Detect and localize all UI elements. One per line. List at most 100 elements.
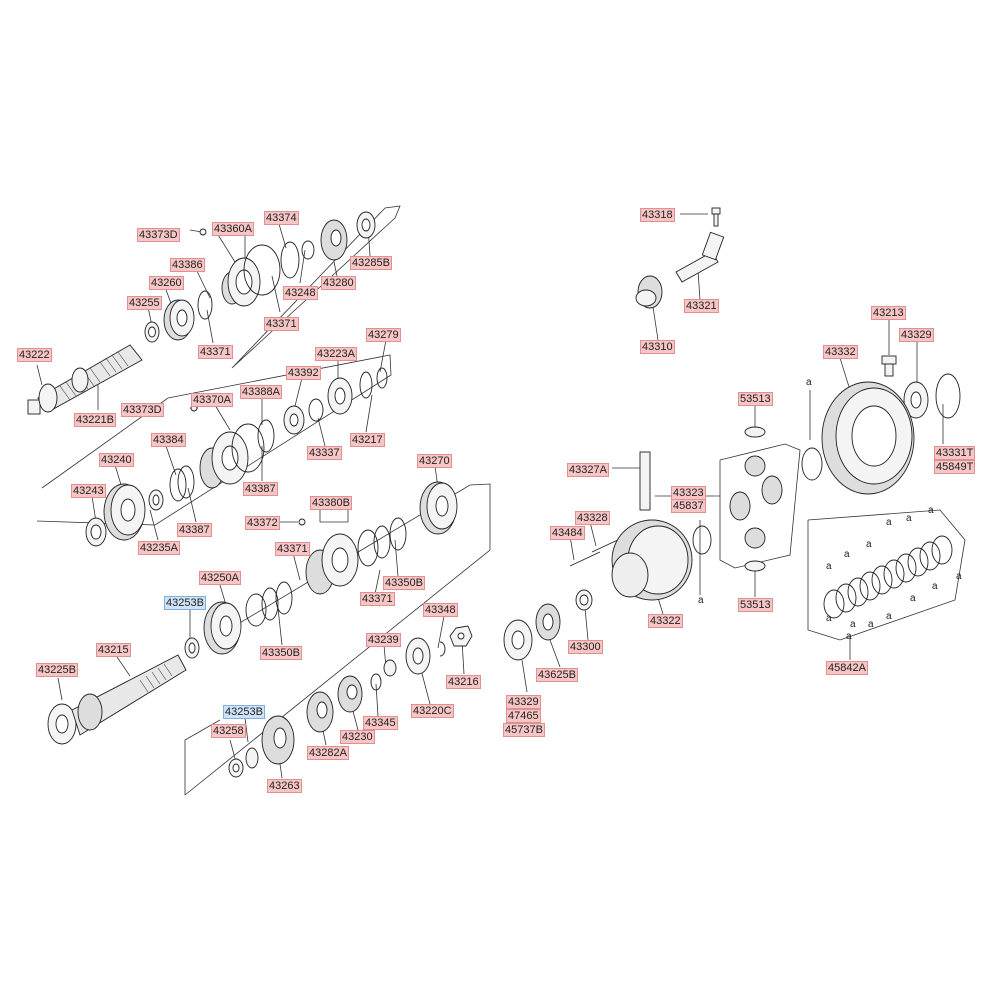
- spacer-43239: [383, 659, 397, 677]
- part-label-43253B[interactable]: 43253B: [223, 705, 265, 719]
- part-label-43329[interactable]: 43329: [899, 328, 934, 342]
- ref-mark-a: a: [928, 505, 934, 516]
- part-label-43387[interactable]: 43387: [177, 523, 212, 537]
- part-label-43384[interactable]: 43384: [151, 433, 186, 447]
- part-label-43250A[interactable]: 43250A: [199, 571, 241, 585]
- gear-43240: [103, 483, 146, 541]
- rings-43350B: [245, 581, 293, 627]
- part-label-43253B[interactable]: 43253B: [164, 596, 206, 610]
- part-label-43388A[interactable]: 43388A: [240, 385, 282, 399]
- part-label-43327A[interactable]: 43327A: [567, 463, 609, 477]
- part-label-45737B[interactable]: 45737B: [503, 723, 545, 737]
- part-label-43360A[interactable]: 43360A: [212, 222, 254, 236]
- part-label-43371[interactable]: 43371: [360, 592, 395, 606]
- part-label-53513[interactable]: 53513: [738, 598, 773, 612]
- part-label-43345[interactable]: 43345: [363, 716, 398, 730]
- ref-mark-a: a: [932, 581, 938, 592]
- part-label-45849T[interactable]: 45849T: [934, 460, 976, 474]
- ring-43248: [301, 240, 315, 260]
- part-label-43350B[interactable]: 43350B: [383, 576, 425, 590]
- ref-mark-a: a: [866, 539, 872, 550]
- sleeve-43321: [675, 231, 725, 283]
- bearing-43258: [228, 758, 244, 778]
- part-label-43221B[interactable]: 43221B: [74, 413, 116, 427]
- part-label-53513[interactable]: 53513: [738, 392, 773, 406]
- part-label-43310[interactable]: 43310: [640, 340, 675, 354]
- part-label-43235A[interactable]: 43235A: [138, 541, 180, 555]
- part-label-43225B[interactable]: 43225B: [36, 663, 78, 677]
- spider-gears-43323: [729, 455, 783, 549]
- ring-43337: [308, 398, 324, 422]
- part-label-43285B[interactable]: 43285B: [350, 256, 392, 270]
- part-label-43321[interactable]: 43321: [684, 299, 719, 313]
- part-label-43328[interactable]: 43328: [575, 511, 610, 525]
- part-label-43230[interactable]: 43230: [340, 730, 375, 744]
- part-label-43380B[interactable]: 43380B: [310, 496, 352, 510]
- part-label-43371[interactable]: 43371: [264, 317, 299, 331]
- part-label-43392[interactable]: 43392: [286, 366, 321, 380]
- bearing-43329-left: [503, 619, 533, 661]
- part-label-43386[interactable]: 43386: [170, 258, 205, 272]
- part-label-43240[interactable]: 43240: [99, 453, 134, 467]
- part-label-43216[interactable]: 43216: [446, 675, 481, 689]
- part-label-43223A[interactable]: 43223A: [315, 347, 357, 361]
- part-label-43255[interactable]: 43255: [127, 296, 162, 310]
- part-label-43282A[interactable]: 43282A: [307, 746, 349, 760]
- part-label-43372[interactable]: 43372: [245, 516, 280, 530]
- diff-case-43322: [611, 519, 693, 601]
- part-label-43239[interactable]: 43239: [366, 633, 401, 647]
- part-label-43329[interactable]: 43329: [506, 695, 541, 709]
- part-label-43213[interactable]: 43213: [871, 306, 906, 320]
- part-label-43387[interactable]: 43387: [243, 482, 278, 496]
- part-label-43243[interactable]: 43243: [71, 484, 106, 498]
- part-label-43484[interactable]: 43484: [550, 526, 585, 540]
- part-label-43332[interactable]: 43332: [823, 345, 858, 359]
- bearing-43225B: [47, 703, 77, 745]
- part-label-45837[interactable]: 45837: [671, 499, 706, 513]
- part-label-43373D[interactable]: 43373D: [121, 403, 164, 417]
- part-label-43337[interactable]: 43337: [307, 446, 342, 460]
- part-label-43323[interactable]: 43323: [671, 486, 706, 500]
- part-label-43270[interactable]: 43270: [417, 454, 452, 468]
- bearing-43223A: [327, 377, 353, 415]
- snap-ring-43386: [197, 290, 213, 320]
- part-label-43348[interactable]: 43348: [423, 603, 458, 617]
- part-label-43258[interactable]: 43258: [211, 724, 246, 738]
- output-shaft-43215: [71, 654, 187, 736]
- part-label-43371[interactable]: 43371: [275, 542, 310, 556]
- ref-mark-a: a: [844, 549, 850, 560]
- part-label-43374[interactable]: 43374: [264, 211, 299, 225]
- part-label-43279[interactable]: 43279: [366, 328, 401, 342]
- ref-mark-a: a: [910, 593, 916, 604]
- part-label-43217[interactable]: 43217: [350, 433, 385, 447]
- part-label-43331T[interactable]: 43331T: [934, 446, 976, 460]
- bolt-43318: [711, 207, 721, 227]
- part-label-43280[interactable]: 43280: [321, 276, 356, 290]
- part-label-43222[interactable]: 43222: [17, 348, 52, 362]
- part-label-43350B[interactable]: 43350B: [260, 646, 302, 660]
- input-shaft-43222: [27, 344, 143, 415]
- part-label-43373D[interactable]: 43373D: [137, 228, 180, 242]
- part-label-43322[interactable]: 43322: [648, 614, 683, 628]
- part-label-43260[interactable]: 43260: [149, 276, 184, 290]
- part-label-47465[interactable]: 47465: [506, 709, 541, 723]
- washer-53513-top: [744, 426, 766, 438]
- gear-43250A: [203, 601, 242, 655]
- part-label-43371[interactable]: 43371: [198, 345, 233, 359]
- part-label-43220C[interactable]: 43220C: [411, 704, 454, 718]
- bearing-43253B: [184, 637, 200, 659]
- bearing-43300: [575, 589, 593, 611]
- shim-43331T: [935, 373, 961, 419]
- part-label-43263[interactable]: 43263: [267, 779, 302, 793]
- part-label-43625B[interactable]: 43625B: [536, 668, 578, 682]
- part-label-43215[interactable]: 43215: [96, 643, 131, 657]
- bolt-43213: [881, 355, 897, 377]
- gear-43260: [163, 299, 195, 341]
- part-label-43300[interactable]: 43300: [568, 640, 603, 654]
- part-label-43318[interactable]: 43318: [640, 208, 675, 222]
- bearing-43285B: [356, 211, 376, 239]
- ring-43217: [359, 371, 373, 399]
- part-label-45842A[interactable]: 45842A: [826, 661, 868, 675]
- part-label-43248[interactable]: 43248: [283, 286, 318, 300]
- part-label-43370A[interactable]: 43370A: [191, 393, 233, 407]
